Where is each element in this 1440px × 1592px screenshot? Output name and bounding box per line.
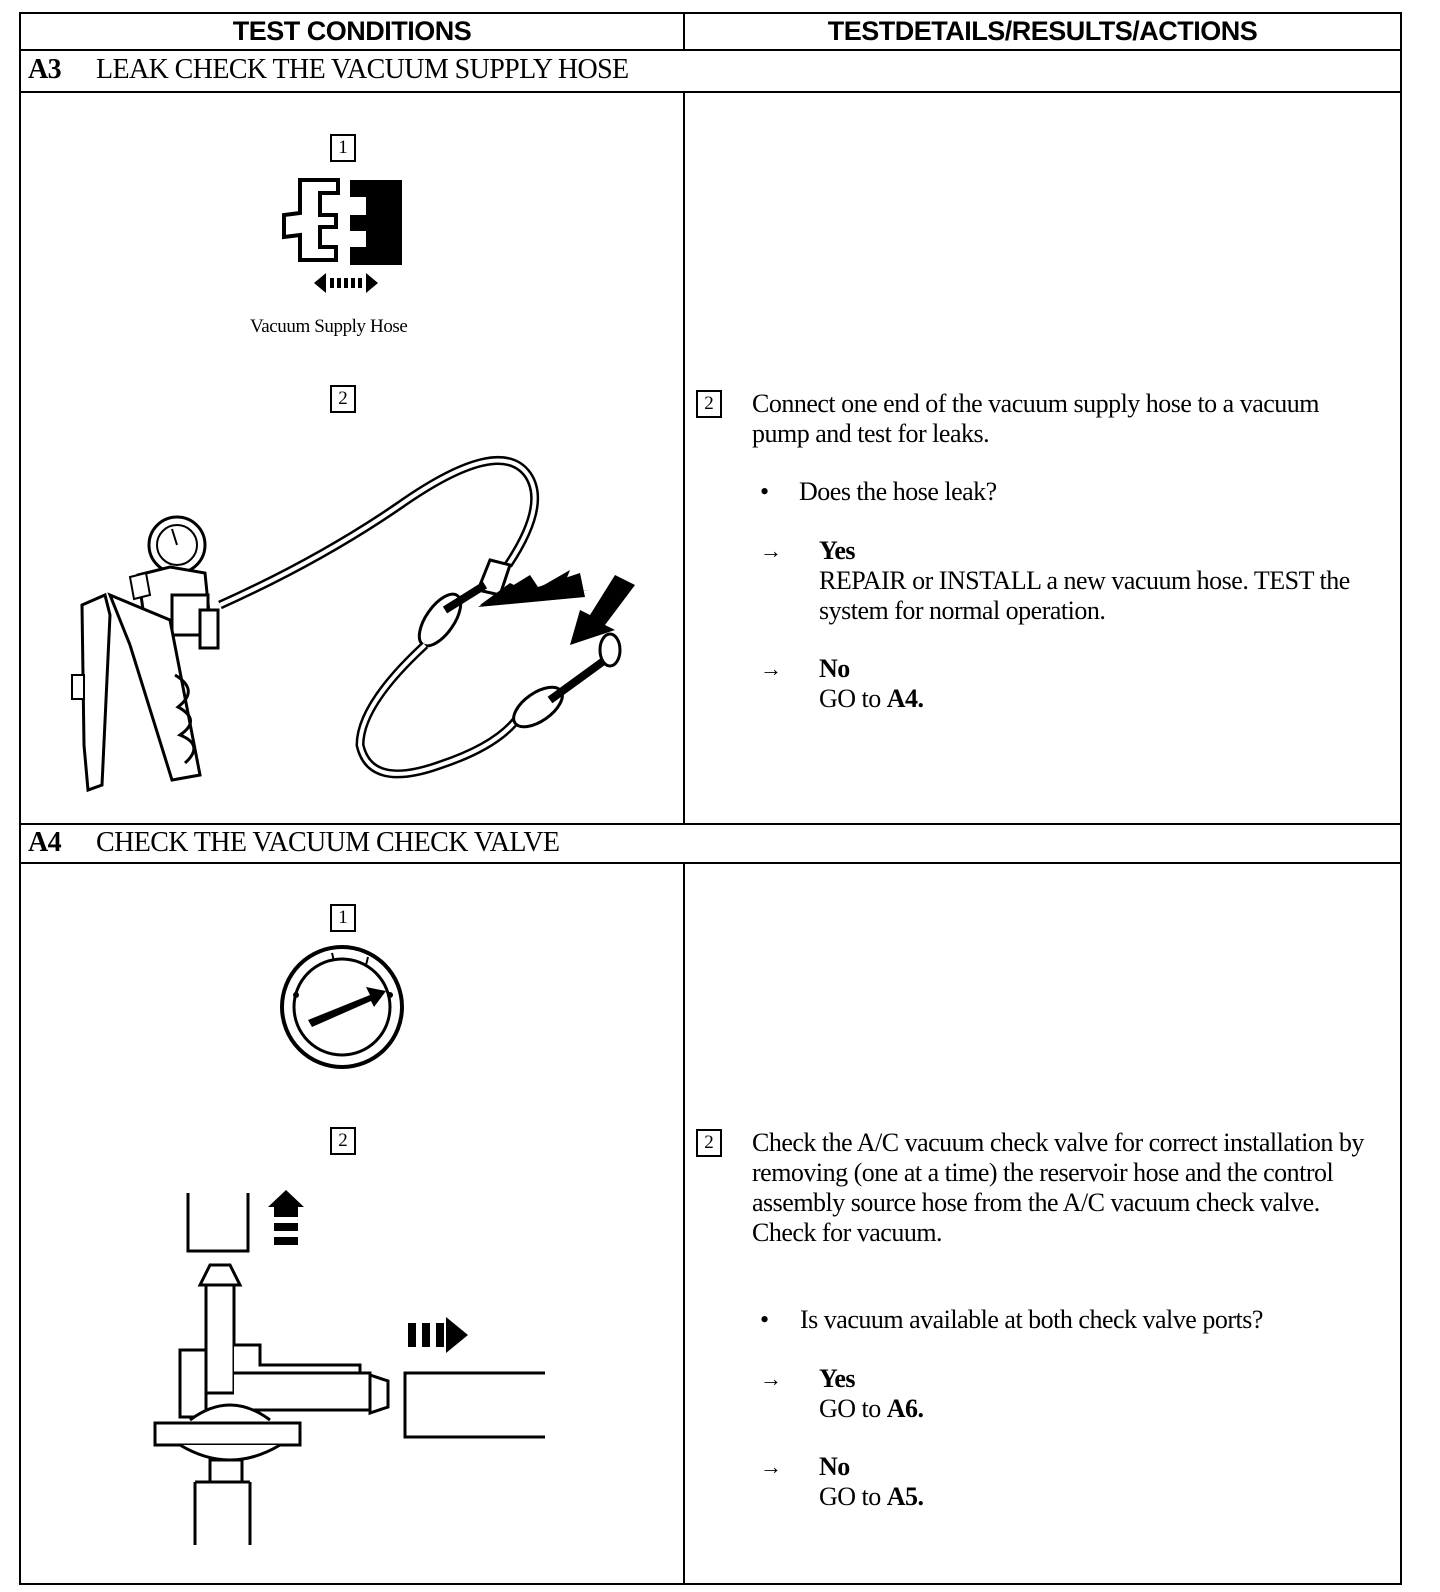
a4-section-title: A4 CHECK THE VACUUM CHECK VALVE: [28, 825, 560, 861]
a4-yes-prefix: GO to: [819, 1394, 887, 1423]
a3-no-action: GO to A4.: [819, 684, 924, 714]
a4-step1-marker: 1: [330, 904, 356, 932]
a3-no-prefix: GO to: [819, 684, 887, 713]
check-valve-illustration: [153, 1190, 545, 1545]
header-column-divider: [683, 12, 685, 51]
a3-no-label: No: [819, 654, 850, 683]
a4-top-divider: [19, 823, 1402, 825]
a4-section-id: A4: [28, 827, 62, 858]
vacuum-pump-illustration: [71, 456, 635, 793]
a3-question: Does the hose leak?: [799, 477, 997, 506]
a3-section-id: A3: [28, 54, 62, 85]
a4-section-title-text: CHECK THE VACUUM CHECK VALVE: [96, 827, 560, 858]
a4-no-target: A5.: [886, 1482, 924, 1511]
a4-no-prefix: GO to: [819, 1482, 887, 1511]
a4-yes-arrow-icon: →: [760, 1366, 782, 1391]
header-test-details: TESTDETAILS/RESULTS/ACTIONS: [827, 16, 1258, 46]
a4-title-divider: [19, 862, 1402, 864]
a3-yes-action: REPAIR or INSTALL a new vacuum hose. TES…: [819, 566, 1350, 625]
vacuum-connector-disconnect-icon: [282, 178, 402, 293]
ignition-switch-icon: [280, 945, 404, 1069]
a4-no-label: No: [819, 1452, 850, 1481]
a3-title-divider: [19, 91, 1402, 93]
a3-no-target: A4.: [886, 684, 924, 713]
a3-question-bullet: •: [760, 477, 770, 506]
a4-question-bullet: •: [760, 1305, 770, 1334]
a4-question: Is vacuum available at both check valve …: [800, 1305, 1263, 1334]
a4-yes-label: Yes: [819, 1364, 856, 1393]
a3-yes-label: Yes: [819, 536, 856, 565]
a4-column-divider: [683, 862, 685, 1585]
a3-section-title: A3 LEAK CHECK THE VACUUM SUPPLY HOSE: [28, 52, 629, 88]
a3-step2-instruction: Connect one end of the vacuum supply hos…: [752, 389, 1320, 448]
table-frame: [19, 12, 1402, 1585]
a3-no-arrow-icon: →: [760, 656, 782, 681]
a3-step2-marker: 2: [330, 385, 356, 413]
header-divider: [19, 49, 1402, 51]
a4-step2-marker: 2: [330, 1127, 356, 1155]
a4-no-arrow-icon: →: [760, 1454, 782, 1479]
a4-step2-instruction: Check the A/C vacuum check valve for cor…: [752, 1128, 1364, 1247]
a3-step2-detail-marker: 2: [696, 390, 722, 418]
a3-section-title-text: LEAK CHECK THE VACUUM SUPPLY HOSE: [96, 54, 629, 85]
a4-no-action: GO to A5.: [819, 1482, 924, 1512]
a3-yes-arrow-icon: →: [760, 538, 782, 563]
a3-step1-caption: Vacuum Supply Hose: [250, 316, 408, 337]
a3-column-divider: [683, 91, 685, 825]
a4-step2-detail-marker: 2: [696, 1129, 722, 1157]
header-test-conditions: TEST CONDITIONS: [232, 16, 472, 46]
a4-yes-action: GO to A6.: [819, 1394, 924, 1424]
a4-yes-target: A6.: [886, 1394, 924, 1423]
a3-step1-marker: 1: [330, 134, 356, 162]
